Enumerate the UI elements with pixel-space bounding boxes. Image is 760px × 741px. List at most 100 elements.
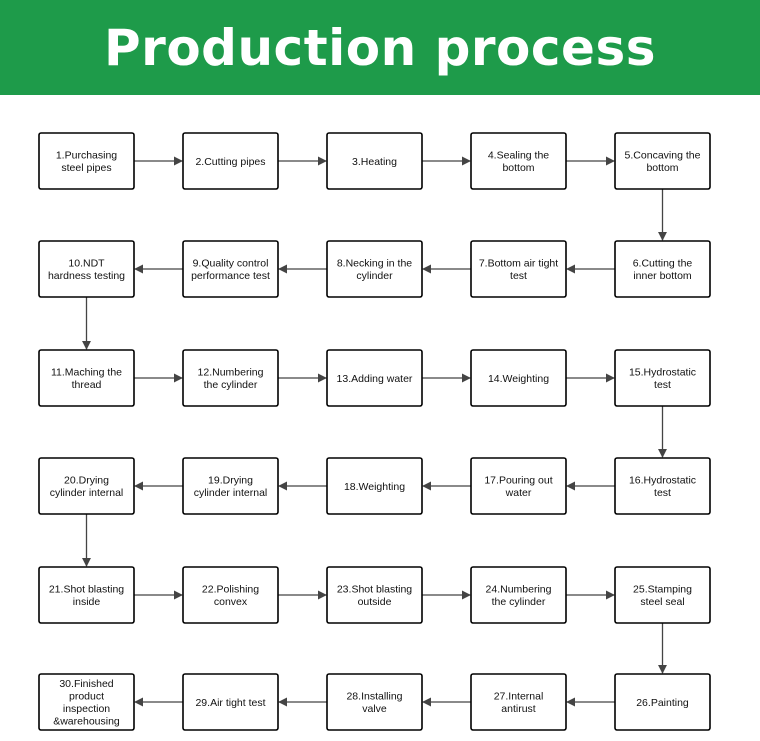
step-label-line: inspection bbox=[63, 703, 110, 715]
step-box bbox=[470, 132, 567, 190]
process-step-29: 29.Air tight test bbox=[182, 673, 279, 731]
step-label-line: 4.Sealing the bbox=[488, 150, 549, 162]
process-step-14: 14.Weighting bbox=[470, 349, 567, 407]
step-label-line: 14.Weighting bbox=[488, 373, 549, 385]
step-box bbox=[614, 240, 711, 298]
step-box bbox=[326, 132, 423, 190]
step-label-line: test bbox=[654, 379, 671, 391]
step-box bbox=[38, 457, 135, 515]
step-label-line: 22.Polishing bbox=[202, 584, 259, 596]
step-box bbox=[470, 349, 567, 407]
step-box bbox=[470, 566, 567, 624]
step-box bbox=[38, 132, 135, 190]
header-banner: Production process bbox=[0, 0, 760, 95]
step-label-line: thread bbox=[72, 379, 102, 391]
step-box bbox=[38, 566, 135, 624]
step-label-line: 25.Stamping bbox=[633, 584, 692, 596]
step-box bbox=[182, 240, 279, 298]
step-label-line: 15.Hydrostatic bbox=[629, 367, 696, 379]
step-label-line: 20.Drying bbox=[64, 475, 109, 487]
step-label-line: 7.Bottom air tight bbox=[479, 258, 558, 270]
step-box bbox=[326, 240, 423, 298]
step-label-line: 11.Maching the bbox=[51, 367, 122, 379]
step-label-line: steel pipes bbox=[61, 162, 111, 174]
step-label-line: 8.Necking in the bbox=[337, 258, 412, 270]
step-box bbox=[614, 566, 711, 624]
step-label-line: outside bbox=[358, 596, 392, 608]
step-label-line: cylinder bbox=[356, 270, 393, 282]
step-label-line: steel seal bbox=[640, 596, 684, 608]
step-label-line: 13.Adding water bbox=[337, 373, 413, 385]
step-label-line: water bbox=[505, 487, 532, 499]
step-label-line: performance test bbox=[191, 270, 270, 282]
step-label-line: 3.Heating bbox=[352, 156, 397, 168]
step-box bbox=[614, 673, 711, 731]
step-label-line: 24.Numbering bbox=[486, 584, 552, 596]
step-box bbox=[182, 349, 279, 407]
page-title: Production process bbox=[104, 18, 656, 77]
arrows-layer bbox=[81, 156, 668, 707]
step-box bbox=[614, 457, 711, 515]
step-box bbox=[182, 457, 279, 515]
step-box bbox=[326, 566, 423, 624]
step-label-line: 6.Cutting the bbox=[633, 258, 693, 270]
step-label-line: 27.Internal bbox=[494, 691, 544, 703]
step-box bbox=[470, 240, 567, 298]
step-box bbox=[326, 457, 423, 515]
step-label-line: cylinder internal bbox=[194, 487, 268, 499]
step-box bbox=[614, 132, 711, 190]
step-label-line: 2.Cutting pipes bbox=[195, 156, 265, 168]
step-label-line: 12.Numbering bbox=[198, 367, 264, 379]
process-step-2: 2.Cutting pipes bbox=[182, 132, 279, 190]
process-step-13: 13.Adding water bbox=[326, 349, 423, 407]
step-label-line: test bbox=[654, 487, 671, 499]
step-label-line: 21.Shot blasting bbox=[49, 584, 124, 596]
step-label-line: 26.Painting bbox=[636, 697, 689, 709]
step-label-line: inside bbox=[73, 596, 101, 608]
step-label-line: bottom bbox=[646, 162, 678, 174]
step-label-line: cylinder internal bbox=[50, 487, 124, 499]
step-label-line: 16.Hydrostatic bbox=[629, 475, 696, 487]
step-label-line: test bbox=[510, 270, 527, 282]
step-label-line: the cylinder bbox=[492, 596, 546, 608]
step-label-line: 18.Weighting bbox=[344, 481, 405, 493]
step-label-line: valve bbox=[362, 703, 387, 715]
step-label-line: 10.NDT bbox=[68, 258, 105, 270]
step-label-line: product bbox=[69, 691, 104, 703]
step-label-line: 28.Installing bbox=[346, 691, 402, 703]
step-label-line: bottom bbox=[502, 162, 534, 174]
step-label-line: 29.Air tight test bbox=[195, 697, 265, 709]
step-box bbox=[326, 673, 423, 731]
step-label-line: 23.Shot blasting bbox=[337, 584, 412, 596]
step-box bbox=[470, 457, 567, 515]
step-label-line: 17.Pouring out bbox=[484, 475, 552, 487]
step-box bbox=[38, 240, 135, 298]
step-label-line: &warehousing bbox=[53, 716, 120, 728]
process-step-26: 26.Painting bbox=[614, 673, 711, 731]
step-box bbox=[182, 132, 279, 190]
step-label-line: 19.Drying bbox=[208, 475, 253, 487]
step-box bbox=[326, 349, 423, 407]
step-box bbox=[182, 673, 279, 731]
step-label-line: convex bbox=[214, 596, 248, 608]
